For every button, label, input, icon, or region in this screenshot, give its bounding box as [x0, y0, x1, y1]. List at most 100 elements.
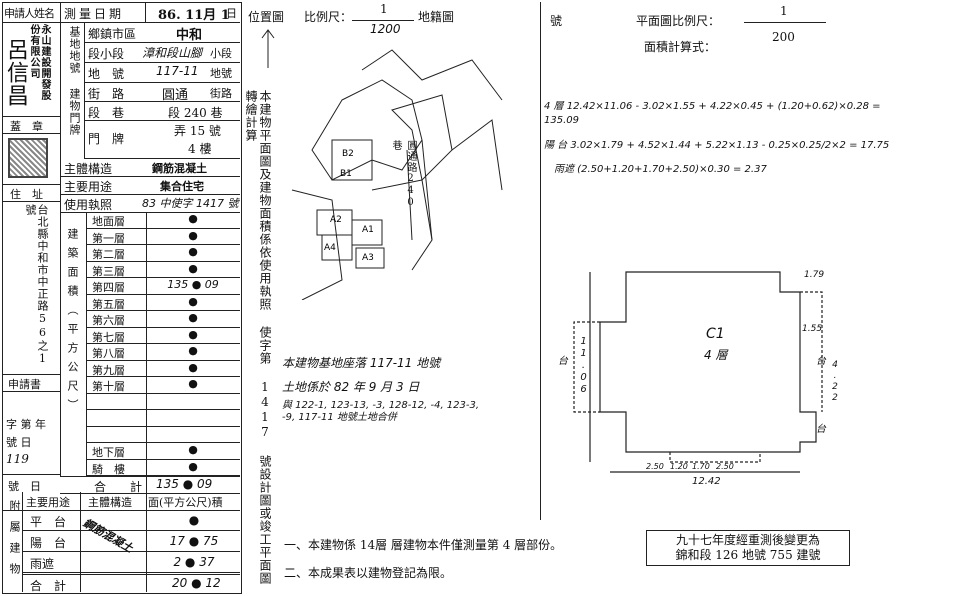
- applicant-person: 呂信昌: [3, 38, 28, 107]
- floor-name: 地下層: [92, 446, 125, 459]
- note-1: 一、本建物係 14層 層建物本件僅測量第 4 層部份。: [284, 538, 563, 552]
- lot-value: 117-11: [156, 64, 199, 78]
- structure-value: 鋼筋混凝土: [152, 162, 207, 175]
- floor-row: 第三層●: [86, 261, 240, 278]
- change-note-box: 九十七年度經重測後變更為 錦和段 126 地號 755 建號: [646, 530, 850, 566]
- street-suffix: 街路: [210, 87, 232, 100]
- vertical-note: 本建物平面圖及建物面積係依使用執照 使字第 1417 號設計圖或竣工平面圖轉繪計…: [244, 90, 272, 585]
- floor-name: 地面層: [92, 215, 125, 228]
- footer-notes: 一、本建物係 14層 層建物本件僅測量第 4 層部份。 二、本成果表以建物登記為…: [244, 520, 960, 596]
- attached-use: 陽 台: [30, 536, 67, 550]
- apply-number: 119: [6, 452, 29, 466]
- bottom-dim-2: 1.20: [670, 462, 688, 471]
- dim-width: 12.42: [692, 476, 721, 487]
- floor-name: 第九層: [92, 363, 125, 377]
- floor-name: 第八層: [92, 347, 125, 360]
- floor-area: ●: [188, 360, 198, 374]
- floor-area: ●: [188, 261, 198, 275]
- calc-3: 雨遮 (2.50+1.20+1.70+2.50)×0.30 = 2.37: [554, 164, 767, 175]
- floor-row: 第一層●: [86, 229, 240, 245]
- survey-date-suffix: 日: [226, 7, 237, 20]
- attached-header-use: 主要用途: [26, 496, 70, 509]
- floor-area: ●: [188, 459, 198, 473]
- floor-name: 第四層: [92, 281, 125, 294]
- floor-row: 第四層 135 ● 09: [86, 278, 240, 295]
- floor-area: ●: [188, 212, 198, 225]
- total-label: 合 計: [94, 480, 143, 494]
- balcony-label-2: 台: [816, 356, 826, 367]
- location-section: 位置圖 比例尺： 1 1200 地籍圖 本建物平面圖及建物面積係依使用執照 使字…: [244, 0, 541, 585]
- handwritten-note-2: 土地係於 82 年 9 月 3 日: [282, 380, 420, 394]
- road-label: 圓通路240巷: [390, 140, 416, 209]
- svg-text:B2: B2: [342, 149, 354, 159]
- plan-section: 號 平面圖比例尺： 1 200 面積計算式： 4 層 12.42×11.06 -…: [540, 0, 960, 520]
- handwritten-note-1: 本建物基地座落 117-11 地號: [282, 356, 441, 370]
- address-value: 台北縣中和市中正路56之1號: [24, 204, 49, 366]
- attached-label: 附屬建物: [8, 500, 21, 584]
- floor-area: ●: [188, 327, 198, 341]
- bottom-dim-1: 2.50: [646, 462, 664, 471]
- building-area-label: 建築面積（平方公尺）: [66, 228, 79, 418]
- permit-value: 83 中使字 1417 號: [142, 197, 239, 210]
- dim-right: 4.22: [830, 360, 840, 404]
- plan-scale-den: 200: [772, 30, 795, 44]
- attached-use: 平 台: [30, 515, 67, 529]
- floor-area: ●: [188, 245, 198, 258]
- floor-name: 第七層: [92, 330, 125, 344]
- area-calc-label: 面積計算式：: [644, 40, 717, 54]
- floor-area: 135 ● 09: [167, 278, 219, 291]
- calc-2: 陽 台 3.02×1.79 + 4.52×1.44 + 5.22×1.13 - …: [544, 140, 890, 151]
- plan-floor: 4 層: [704, 348, 728, 362]
- address-label: 住 址: [10, 188, 43, 201]
- apply-label: 申請書: [8, 378, 41, 391]
- attached-header-structure: 主體構造: [88, 496, 132, 509]
- calc-1: 4 層 12.42×11.06 - 3.02×1.55 + 4.22×0.45 …: [544, 101, 881, 126]
- door-label: 建物門牌: [68, 88, 81, 136]
- floor-row: 第七層 ●: [86, 327, 240, 344]
- attached-row: 平 台●: [22, 510, 240, 531]
- section-label: 段小段: [88, 47, 125, 61]
- plan-label: C1: [706, 326, 725, 342]
- bottom-dim-3: 1.70: [692, 462, 710, 471]
- alley-value: 弄 15 號: [174, 124, 221, 138]
- floor-area: ●: [188, 377, 198, 390]
- floor-row: 第二層●: [86, 245, 240, 262]
- street-value: 圓通: [162, 88, 189, 103]
- floor-row: 騎 樓●: [86, 459, 240, 476]
- floor-name: 第十層: [92, 380, 125, 393]
- floor-row: [86, 410, 240, 427]
- seal-stamp: [8, 138, 48, 178]
- alley-label: 門 牌: [88, 132, 125, 146]
- balcony-label-3: 台: [816, 424, 826, 435]
- street-label: 街 路: [88, 87, 125, 101]
- floor-name: 第六層: [92, 314, 125, 327]
- town-value: 中和: [176, 28, 203, 43]
- floor-area: ●: [188, 311, 198, 324]
- day-label: 號 日: [8, 480, 41, 493]
- bottom-dim-4: 2.50: [716, 462, 734, 471]
- floor-name: 第五層: [92, 297, 125, 311]
- svg-text:A2: A2: [330, 215, 342, 225]
- dim-height: 11.06: [578, 336, 589, 396]
- total-value: 135 ● 09: [156, 477, 213, 491]
- usage-label: 主要用途: [64, 180, 113, 194]
- floor-row: 第九層 ●: [86, 360, 240, 377]
- floor-row: 第五層●: [86, 295, 240, 311]
- section-value: 漳和段山腳: [142, 46, 203, 60]
- plan-scale-num: 1: [780, 4, 788, 18]
- svg-text:A4: A4: [324, 243, 336, 253]
- attached-total-label: 合 計: [30, 579, 67, 593]
- floor-value: 4 樓: [188, 142, 212, 156]
- section-suffix: 小段: [210, 47, 232, 60]
- applicant-label: 申請人姓名: [4, 7, 55, 20]
- scale-label: 比例尺：: [304, 10, 353, 24]
- handwritten-note-3: 與 122-1, 123-13, -3, 128-12, -4, 123-3, …: [282, 400, 480, 423]
- svg-text:A1: A1: [362, 225, 374, 235]
- balcony-label-1: 台: [558, 356, 568, 367]
- floor-row: [86, 427, 240, 443]
- base-label: 基地地號: [68, 26, 81, 74]
- applicant-company: 永山建設開發股份有限公司: [28, 24, 50, 101]
- cadastral-label: 地籍圖: [418, 10, 455, 24]
- dim-side: 1.55: [802, 324, 823, 334]
